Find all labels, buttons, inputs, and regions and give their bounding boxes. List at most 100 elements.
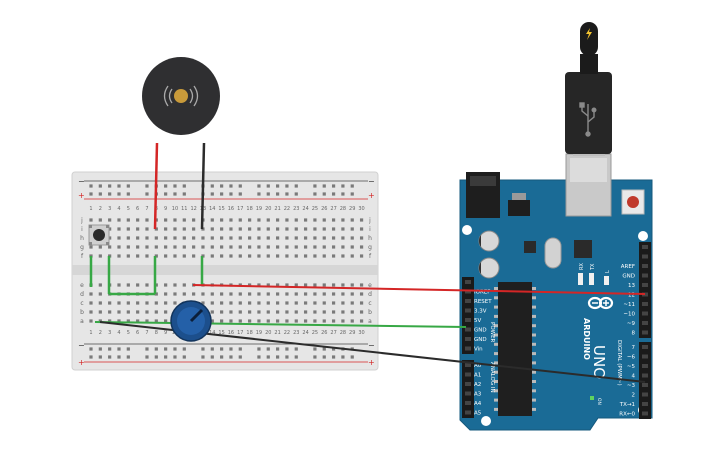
power-header-pin[interactable] xyxy=(465,308,471,313)
breadboard-hole[interactable] xyxy=(285,254,289,258)
rail-hole[interactable] xyxy=(98,347,102,351)
breadboard-hole[interactable] xyxy=(238,227,242,231)
breadboard-hole[interactable] xyxy=(136,319,140,323)
rail-hole[interactable] xyxy=(229,347,233,351)
breadboard-hole[interactable] xyxy=(266,254,270,258)
breadboard-hole[interactable] xyxy=(322,245,326,249)
breadboard-hole[interactable] xyxy=(257,236,261,240)
breadboard-hole[interactable] xyxy=(238,292,242,296)
breadboard-hole[interactable] xyxy=(108,236,112,240)
breadboard-hole[interactable] xyxy=(294,245,298,249)
rail-hole[interactable] xyxy=(266,347,270,351)
breadboard-hole[interactable] xyxy=(182,292,186,296)
green-wire-to-gnd[interactable] xyxy=(94,321,467,328)
breadboard-hole[interactable] xyxy=(322,283,326,287)
breadboard-hole[interactable] xyxy=(294,236,298,240)
rail-hole[interactable] xyxy=(173,192,177,196)
breadboard-hole[interactable] xyxy=(266,310,270,314)
rail-hole[interactable] xyxy=(210,192,214,196)
breadboard-hole[interactable] xyxy=(192,292,196,296)
rail-hole[interactable] xyxy=(322,192,326,196)
rail-hole[interactable] xyxy=(145,355,149,359)
breadboard-hole[interactable] xyxy=(229,245,233,249)
rail-hole[interactable] xyxy=(313,355,317,359)
breadboard-hole[interactable] xyxy=(98,245,102,249)
breadboard-hole[interactable] xyxy=(313,319,317,323)
rail-hole[interactable] xyxy=(285,192,289,196)
breadboard-hole[interactable] xyxy=(108,310,112,314)
breadboard-hole[interactable] xyxy=(285,236,289,240)
breadboard-hole[interactable] xyxy=(341,301,345,305)
breadboard-hole[interactable] xyxy=(359,254,364,258)
breadboard-hole[interactable] xyxy=(341,292,345,296)
breadboard-hole[interactable] xyxy=(303,301,308,305)
breadboard-hole[interactable] xyxy=(276,301,280,305)
rail-hole[interactable] xyxy=(331,347,336,351)
rail-hole[interactable] xyxy=(229,355,233,359)
breadboard-hole[interactable] xyxy=(117,218,121,222)
breadboard-hole[interactable] xyxy=(350,227,354,231)
breadboard-hole[interactable] xyxy=(126,218,130,222)
rail-hole[interactable] xyxy=(108,347,112,351)
rail-hole[interactable] xyxy=(98,184,102,188)
rail-hole[interactable] xyxy=(164,347,168,351)
rail-hole[interactable] xyxy=(173,184,177,188)
rail-hole[interactable] xyxy=(276,192,280,196)
rail-hole[interactable] xyxy=(164,184,168,188)
breadboard-hole[interactable] xyxy=(117,245,121,249)
breadboard-hole[interactable] xyxy=(257,310,261,314)
breadboard-hole[interactable] xyxy=(248,236,252,240)
breadboard-holes[interactable] xyxy=(89,184,364,359)
rail-hole[interactable] xyxy=(220,355,224,359)
breadboard-hole[interactable] xyxy=(164,310,168,314)
breadboard-hole[interactable] xyxy=(266,245,270,249)
breadboard-hole[interactable] xyxy=(145,236,149,240)
breadboard-hole[interactable] xyxy=(220,319,224,323)
rail-hole[interactable] xyxy=(238,184,242,188)
breadboard-hole[interactable] xyxy=(266,292,270,296)
breadboard-hole[interactable] xyxy=(276,310,280,314)
rail-hole[interactable] xyxy=(89,355,93,359)
breadboard-hole[interactable] xyxy=(182,218,186,222)
breadboard-hole[interactable] xyxy=(98,283,102,287)
breadboard-hole[interactable] xyxy=(98,218,102,222)
rail-hole[interactable] xyxy=(126,184,130,188)
breadboard-hole[interactable] xyxy=(98,310,102,314)
breadboard-hole[interactable] xyxy=(313,292,317,296)
rail-hole[interactable] xyxy=(108,192,112,196)
digital-high-header-pin[interactable] xyxy=(642,254,648,259)
rail-hole[interactable] xyxy=(276,347,280,351)
breadboard-hole[interactable] xyxy=(331,227,336,231)
breadboard-hole[interactable] xyxy=(98,301,102,305)
breadboard-hole[interactable] xyxy=(182,283,186,287)
rail-hole[interactable] xyxy=(350,192,354,196)
breadboard-hole[interactable] xyxy=(117,301,121,305)
breadboard-hole[interactable] xyxy=(145,319,149,323)
rail-hole[interactable] xyxy=(313,192,317,196)
power-header-pin[interactable] xyxy=(465,318,471,322)
breadboard-hole[interactable] xyxy=(331,254,336,258)
breadboard-hole[interactable] xyxy=(117,254,121,258)
breadboard-hole[interactable] xyxy=(257,245,261,249)
digital-low-header-pin[interactable] xyxy=(642,364,648,368)
breadboard-hole[interactable] xyxy=(238,218,242,222)
breadboard-hole[interactable] xyxy=(154,227,158,231)
rail-hole[interactable] xyxy=(331,184,336,188)
breadboard-hole[interactable] xyxy=(294,301,298,305)
digital-high-header-pin[interactable] xyxy=(642,321,648,325)
digital-low-header-pin[interactable] xyxy=(642,345,648,349)
breadboard-hole[interactable] xyxy=(154,283,158,287)
digital-high-header-pin[interactable] xyxy=(642,273,648,278)
breadboard-hole[interactable] xyxy=(210,292,214,296)
breadboard-hole[interactable] xyxy=(136,236,140,240)
breadboard-hole[interactable] xyxy=(350,301,354,305)
rail-hole[interactable] xyxy=(341,192,345,196)
breadboard-hole[interactable] xyxy=(313,310,317,314)
breadboard-hole[interactable] xyxy=(126,254,130,258)
breadboard-hole[interactable] xyxy=(108,218,112,222)
rail-hole[interactable] xyxy=(276,355,280,359)
breadboard-hole[interactable] xyxy=(248,319,252,323)
breadboard-hole[interactable] xyxy=(220,245,224,249)
breadboard-hole[interactable] xyxy=(276,227,280,231)
breadboard-hole[interactable] xyxy=(145,283,149,287)
